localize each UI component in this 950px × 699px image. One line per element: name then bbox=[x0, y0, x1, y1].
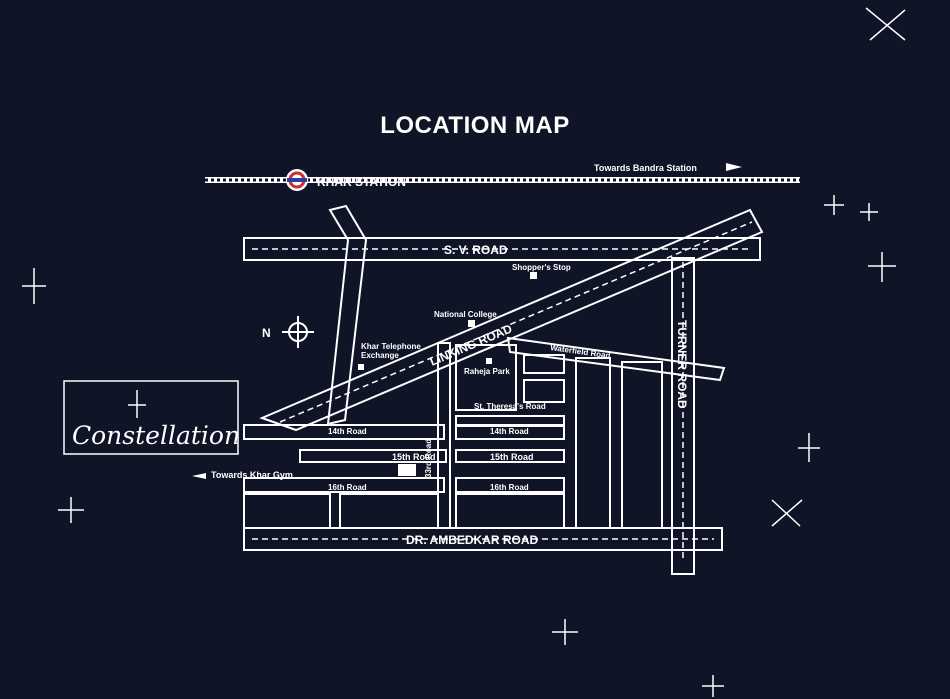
khar-telephone-label-1: Khar Telephone bbox=[361, 342, 421, 351]
station-road bbox=[326, 204, 368, 426]
constellation-box bbox=[63, 380, 239, 455]
road-15-right-label: 15th Road bbox=[490, 452, 534, 462]
national-college-label: National College bbox=[434, 310, 497, 319]
arrow-left-icon bbox=[192, 473, 206, 479]
shoppers-stop-label: Shopper's Stop bbox=[512, 263, 571, 272]
road-14 bbox=[243, 424, 445, 440]
road-15 bbox=[299, 449, 447, 463]
towards-bandra-label: Towards Bandra Station bbox=[594, 163, 697, 173]
khar-gym-label: Towards Khar Gym bbox=[211, 470, 293, 480]
sparkle-icon bbox=[22, 7, 906, 697]
waterfield-road bbox=[506, 336, 726, 382]
compass-icon bbox=[282, 316, 314, 348]
road-16-left-label: 16th Road bbox=[328, 483, 367, 492]
brand-label: Constellation bbox=[72, 421, 240, 450]
station-label: KHAR STATION bbox=[317, 175, 406, 189]
ambedkar-road-label: DR. AMBEDKAR ROAD bbox=[406, 533, 539, 547]
raheja-park-label: Raheja Park bbox=[464, 367, 510, 376]
sv-road bbox=[243, 237, 761, 261]
turner-road-label: TURNER ROAD bbox=[675, 320, 689, 409]
turner-road bbox=[671, 257, 695, 575]
theresa-road-label: St. Theresa's Road bbox=[474, 402, 546, 411]
road-14-right-label: 14th Road bbox=[490, 427, 529, 436]
arrow-right-icon bbox=[726, 163, 742, 171]
road-15-left-label: 15th Road bbox=[392, 452, 436, 462]
sv-road-label: S. V. ROAD bbox=[444, 243, 508, 257]
road-14-left-label: 14th Road bbox=[328, 427, 367, 436]
constellation-marker bbox=[398, 464, 416, 476]
compass-label: N bbox=[262, 326, 271, 340]
road-33-label: 33rd Road bbox=[424, 439, 433, 478]
khar-telephone-label-2: Exchange bbox=[361, 351, 399, 360]
page-title: LOCATION MAP bbox=[380, 112, 570, 139]
road-16-right-label: 16th Road bbox=[490, 483, 529, 492]
road-16 bbox=[243, 477, 445, 493]
metro-station-icon bbox=[286, 169, 308, 191]
star-icon bbox=[128, 390, 146, 418]
